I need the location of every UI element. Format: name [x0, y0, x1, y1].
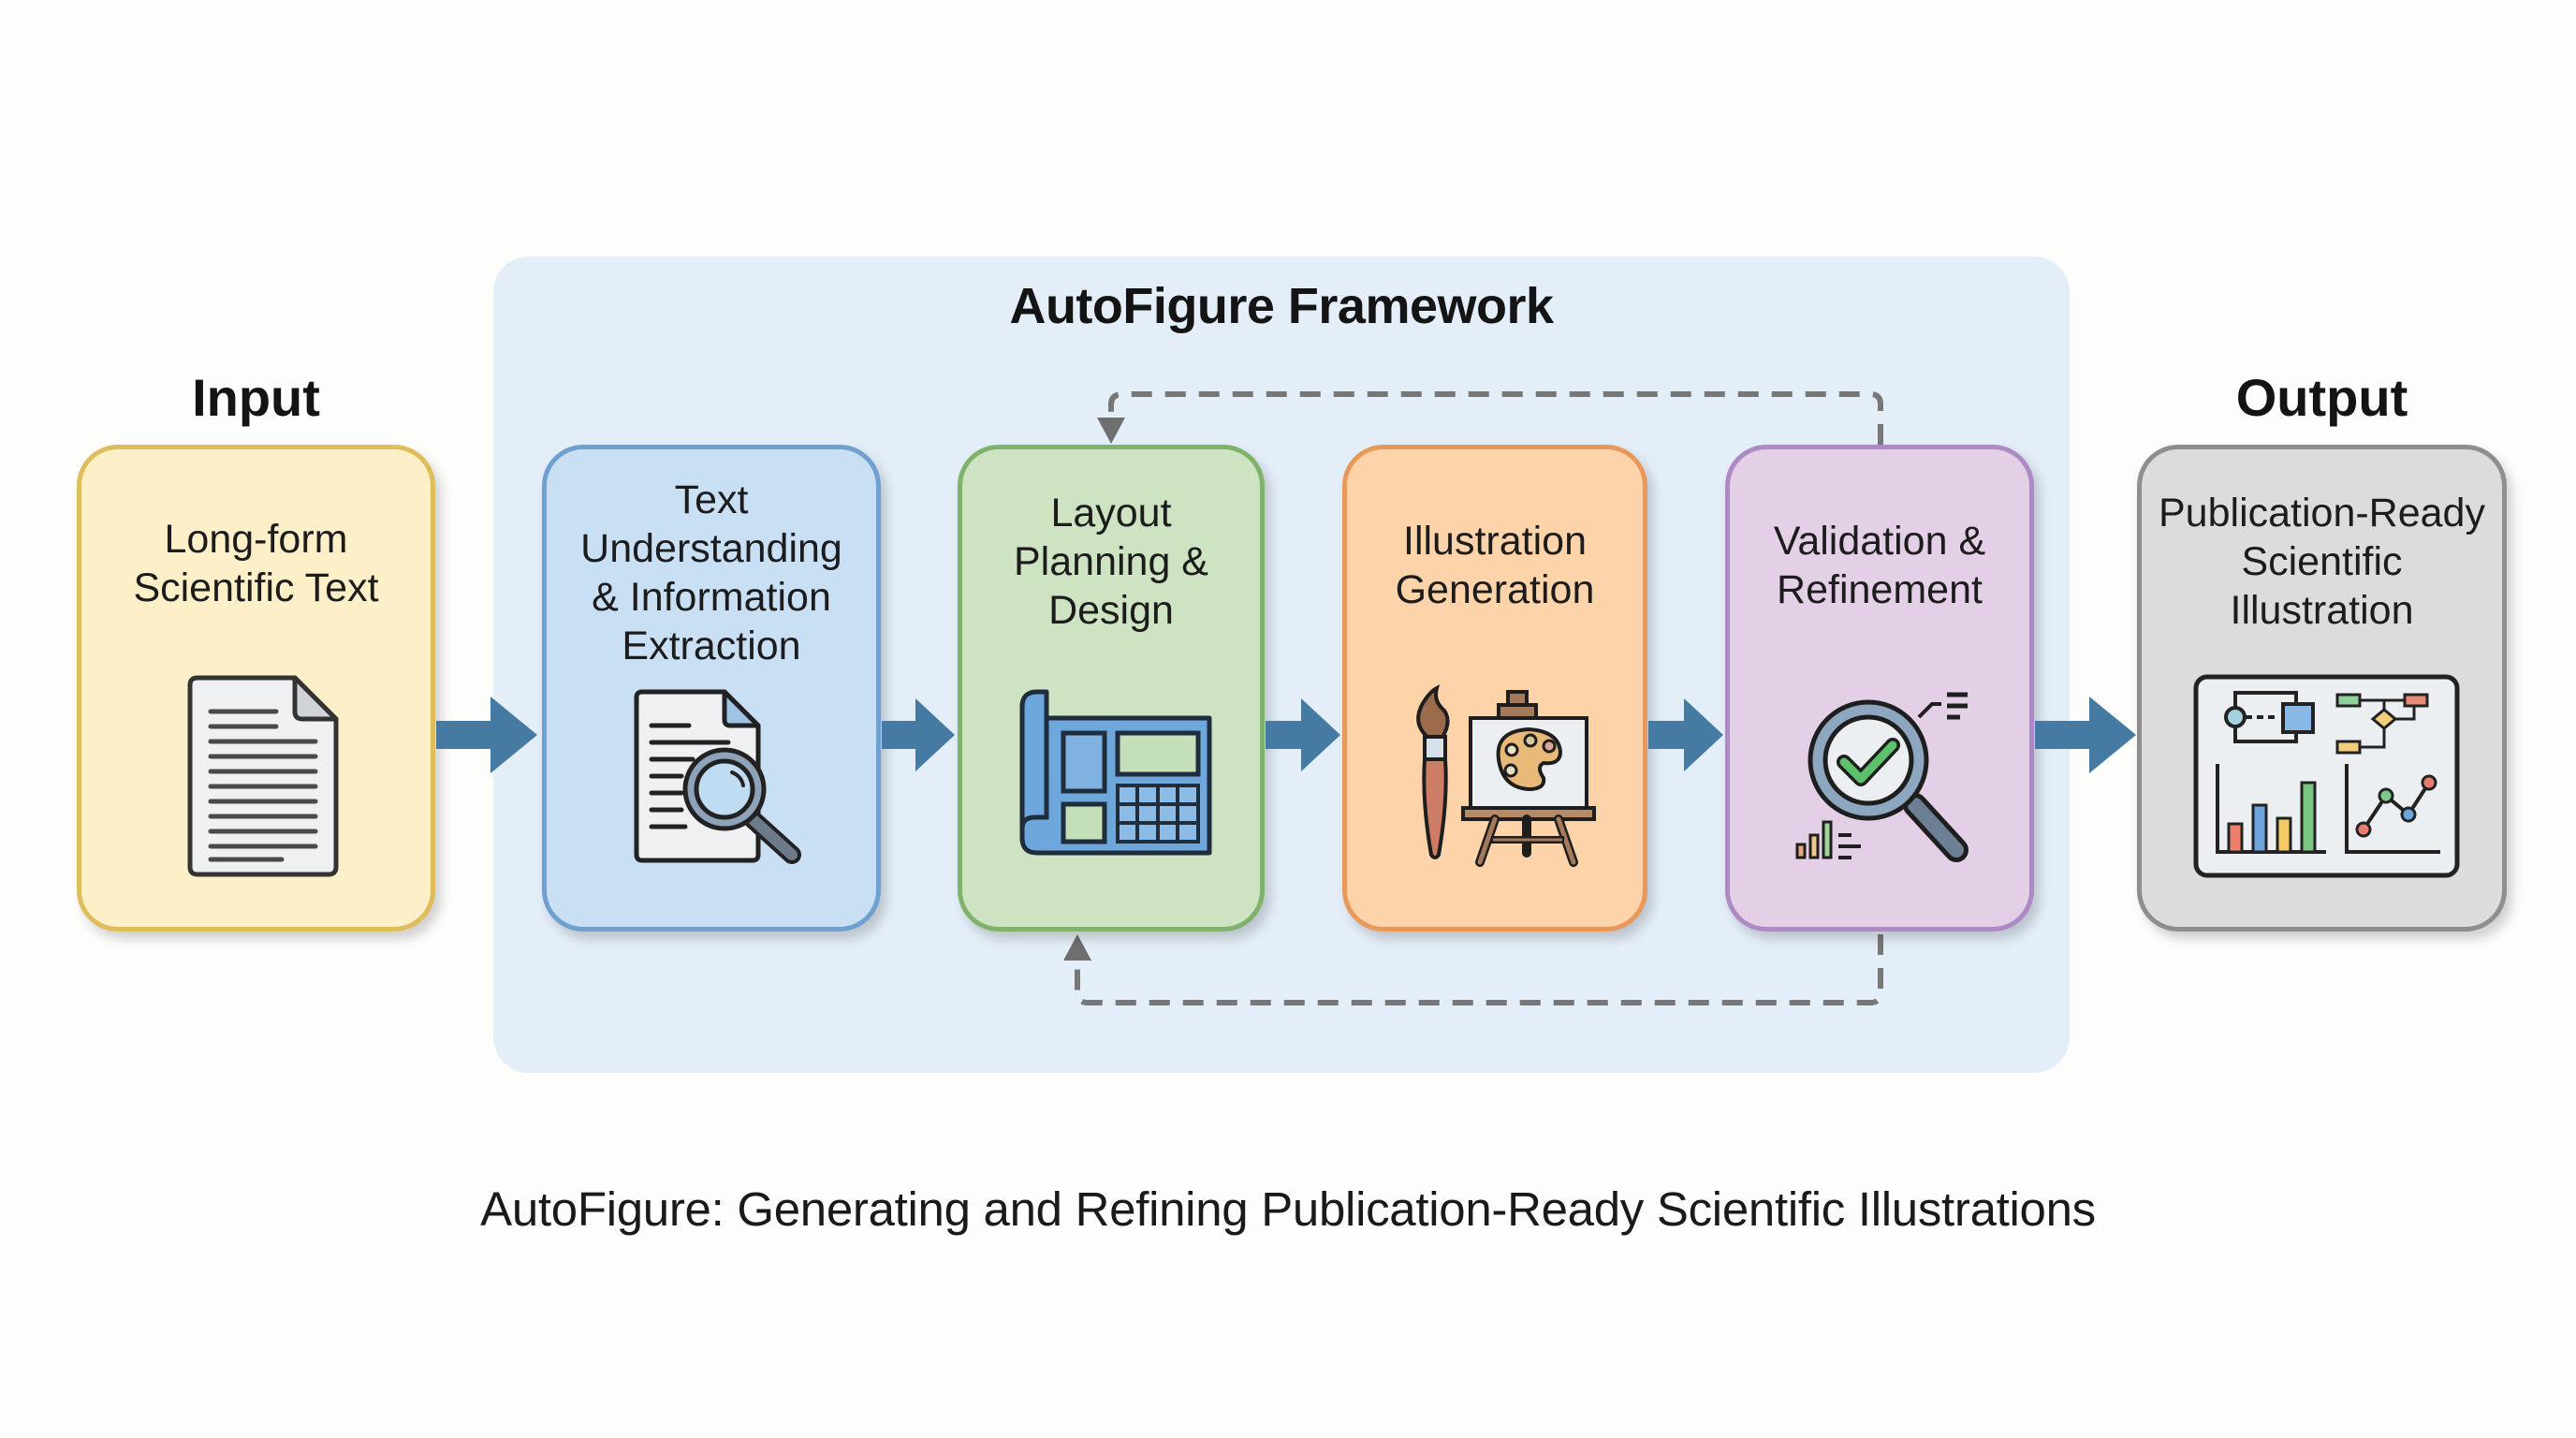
paintbrush-easel-icon — [1409, 684, 1596, 867]
charts-panel-icon — [2193, 674, 2460, 878]
document-search-icon — [631, 688, 809, 866]
figure-caption: AutoFigure: Generating and Refining Publ… — [480, 1182, 2096, 1236]
input-label: Long-form Scientific Text — [133, 517, 379, 610]
feedback-loop-top — [1108, 391, 1883, 445]
output-box: Publication-Ready Scientific Illustratio… — [2137, 445, 2507, 932]
stage-label: Text Understanding & Information Extract… — [580, 477, 842, 668]
flow-arrow-stage1-to-stage2 — [882, 698, 955, 771]
framework-title: AutoFigure Framework — [1009, 278, 1554, 334]
flow-arrow-stage4-to-output — [2035, 697, 2136, 773]
document-icon — [183, 674, 342, 880]
flow-arrow-stage2-to-stage3 — [1266, 698, 1340, 771]
stage-label: Validation & Refinement — [1773, 519, 1986, 612]
output-label: Publication-Ready Scientific Illustratio… — [2159, 491, 2485, 633]
stage-label: Illustration Generation — [1395, 519, 1595, 612]
flow-arrow-stage3-to-stage4 — [1648, 698, 1723, 771]
magnifier-check-icon — [1795, 691, 1992, 869]
output-heading: Output — [2235, 368, 2408, 427]
input-heading: Input — [192, 368, 320, 427]
stage-box-illustration-generation: Illustration Generation — [1342, 445, 1647, 932]
feedback-arrowhead-top — [1097, 418, 1125, 444]
blueprint-layout-icon — [1017, 688, 1213, 857]
stage-box-validation-refinement: Validation & Refinement — [1725, 445, 2034, 932]
feedback-loop-bottom — [1075, 934, 1883, 1005]
stage-label: Layout Planning & Design — [1014, 491, 1208, 633]
stage-box-layout-planning: Layout Planning & Design — [958, 445, 1265, 932]
input-box: Long-form Scientific Text — [77, 445, 435, 932]
stage-box-text-understanding: Text Understanding & Information Extract… — [542, 445, 881, 932]
feedback-arrowhead-bottom — [1063, 934, 1091, 961]
flow-arrow-input-to-stage1 — [436, 697, 537, 773]
